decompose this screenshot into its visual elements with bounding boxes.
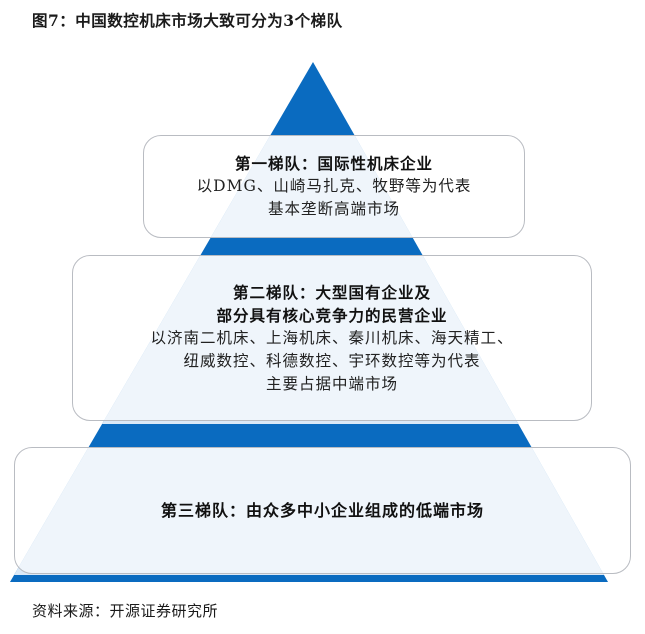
tier-2-examples: 以济南二机床、上海机床、秦川机床、海天精工、 — [150, 328, 514, 347]
tier-2-market: 主要占据中端市场 — [265, 374, 398, 393]
tier-2-heading-cont: 部分具有核心竞争力的民营企业 — [216, 305, 448, 325]
tier-2-box: 第二梯队：大型国有企业及 部分具有核心竞争力的民营企业 以济南二机床、上海机床、… — [72, 255, 592, 421]
tier-1-examples: 以DMG、山崎马扎克、牧野等为代表 — [196, 177, 472, 195]
tier-2-examples-cont: 纽威数控、科德数控、宇环数控等为代表 — [183, 351, 481, 370]
tier-3-box: 第三梯队：由众多中小企业组成的低端市场 — [14, 447, 631, 574]
tier-1-box: 第一梯队：国际性机床企业 以DMG、山崎马扎克、牧野等为代表 基本垄断高端市场 — [143, 135, 525, 238]
tier-1-heading: 第一梯队：国际性机床企业 — [234, 154, 433, 173]
tier-1-market: 基本垄断高端市场 — [267, 200, 400, 218]
tier-3-heading: 第三梯队：由众多中小企业组成的低端市场 — [160, 501, 484, 520]
source-note: 资料来源：开源证券研究所 — [32, 602, 219, 620]
figure-title: 图7：中国数控机床市场大致可分为3个梯队 — [32, 11, 343, 30]
tier-2-heading: 第二梯队：大型国有企业及 — [232, 282, 431, 302]
